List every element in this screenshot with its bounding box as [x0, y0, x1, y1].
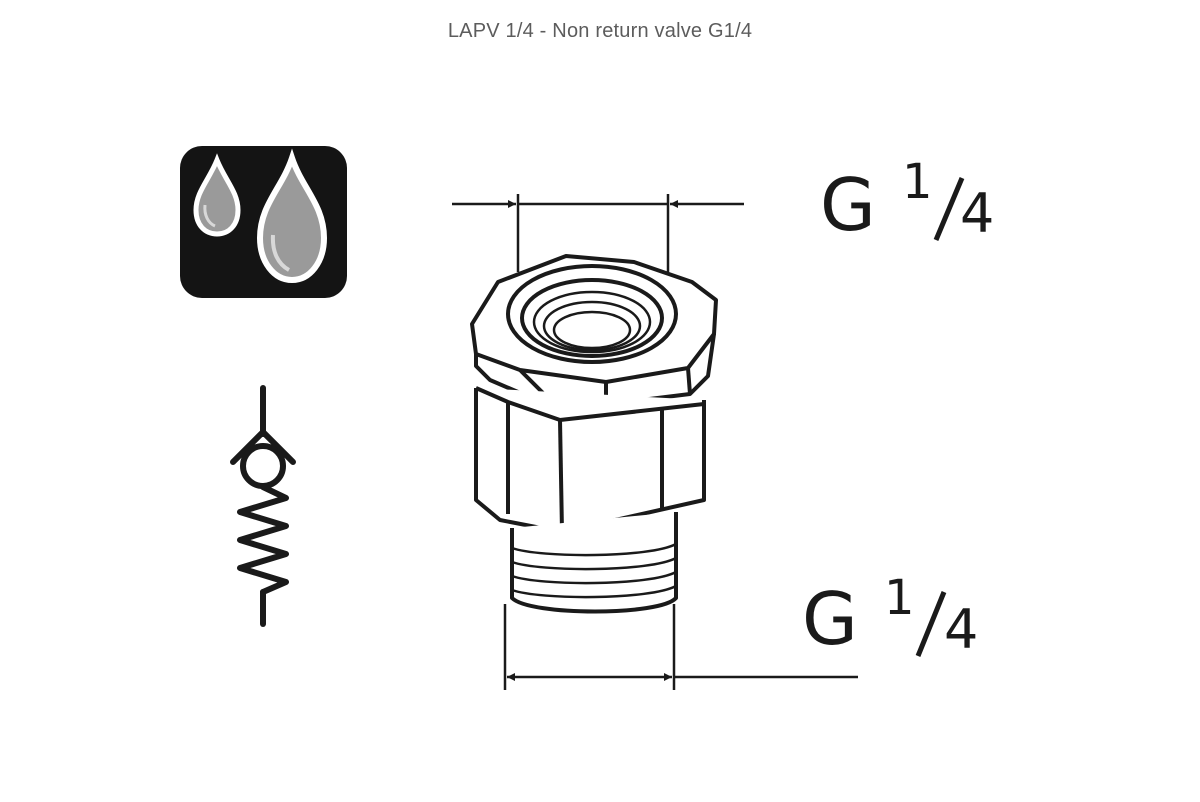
top-thread-letter: G: [820, 163, 876, 247]
fitting-body: [470, 254, 718, 614]
bottom-thread-letter: G: [802, 577, 858, 661]
top-thread-label: G 1 4: [820, 154, 994, 247]
check-valve-symbol-icon: [230, 385, 296, 627]
page-title: LAPV 1/4 - Non return valve G1/4: [447, 20, 753, 42]
bottom-thread-label: G 1 4: [802, 570, 978, 661]
top-thread-numerator: 1: [902, 154, 933, 210]
bottom-dimension-lines: [503, 604, 858, 690]
top-dimension-lines: [452, 194, 744, 272]
top-thread-denominator: 4: [960, 182, 994, 245]
liquid-drops-icon: [180, 146, 347, 298]
bottom-thread-numerator: 1: [884, 570, 915, 626]
top-fraction-slash: [933, 177, 965, 241]
bottom-fraction-slash: [915, 591, 947, 657]
bottom-thread-denominator: 4: [944, 598, 978, 661]
